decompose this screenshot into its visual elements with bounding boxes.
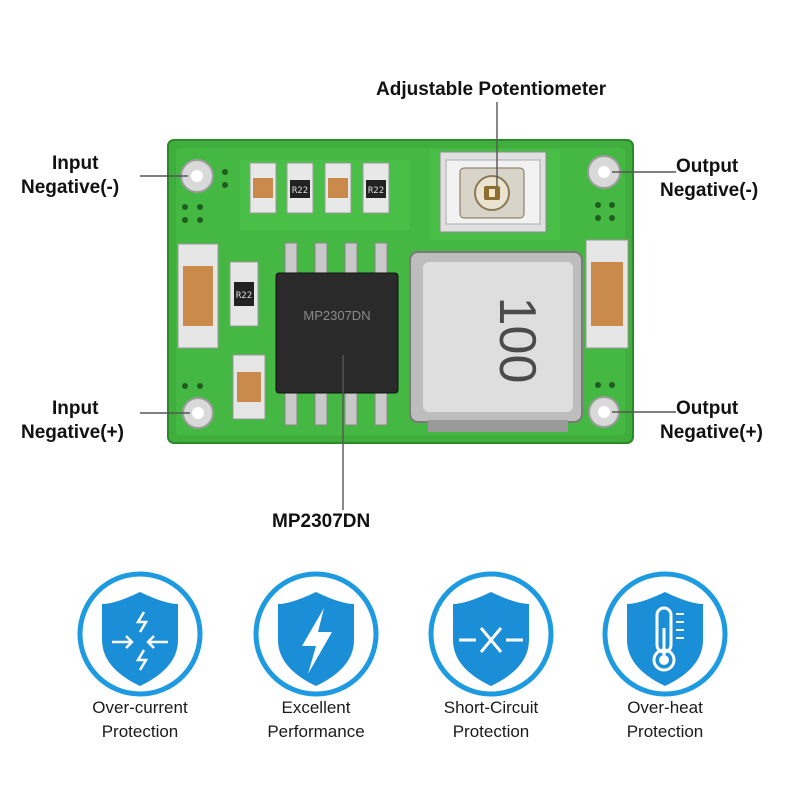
smd-resistor-2: R22	[362, 162, 390, 214]
feature-caption-short-circuit: Short-Circuit Protection	[406, 696, 576, 744]
pad-output-neg	[587, 155, 621, 189]
label-output-negative-top-line1: Output	[676, 156, 739, 177]
smd-capacitor-left-small	[232, 354, 266, 420]
ic-chip: MP2307DN	[275, 242, 399, 426]
feature-caption-line2: Protection	[626, 722, 704, 741]
smd-capacitor-2	[324, 162, 352, 214]
label-input-positive-bottom-line1: Input	[52, 398, 99, 419]
feature-caption-line1: Short-Circuit	[443, 698, 539, 717]
potentiometer	[439, 151, 547, 233]
feature-over-heat	[602, 571, 728, 697]
label-potentiometer: Adjustable Potentiometer	[376, 79, 607, 100]
label-output-negative-top: Output Negative(-)	[660, 155, 758, 203]
feature-over-current	[77, 571, 203, 697]
smd-capacitor-right-large	[585, 239, 629, 349]
feature-caption-line1: Over-current	[92, 698, 188, 717]
feature-short-circuit	[428, 571, 554, 697]
lightning-bolt-icon	[302, 608, 332, 674]
thermometer-icon	[652, 606, 684, 672]
feature-caption-over-current: Over-current Protection	[55, 696, 225, 744]
label-output-positive-bottom-line1: Output	[676, 398, 739, 419]
feature-caption-line1: Excellent	[281, 698, 351, 717]
smd-resistor-1: R22	[286, 162, 314, 214]
inductor-marking: 100	[488, 297, 546, 384]
feature-caption-line1: Over-heat	[627, 698, 703, 717]
over-current-icon	[112, 611, 168, 671]
label-output-negative-top-line2: Negative(-)	[660, 180, 759, 201]
inductor: 100	[409, 251, 583, 432]
leader-lines	[140, 102, 676, 510]
feature-caption-performance: Excellent Performance	[231, 696, 401, 744]
label-input-positive-bottom: Input Negative(+)	[21, 397, 124, 445]
smd-resistor-left: R22	[229, 261, 259, 327]
smd-capacitor-left-large	[177, 243, 219, 349]
label-input-negative-top: Input Negative(-)	[21, 152, 119, 200]
short-circuit-icon	[459, 627, 523, 653]
label-chip: MP2307DN	[272, 511, 371, 532]
chip-marking: MP2307DN	[303, 308, 370, 323]
label-output-positive-bottom-line2: Negative(+)	[660, 422, 763, 443]
label-input-negative-top-line2: Negative(-)	[21, 177, 120, 198]
feature-performance	[253, 571, 379, 697]
label-input-negative-top-line1: Input	[52, 153, 99, 174]
feature-caption-line2: Protection	[101, 722, 179, 741]
feature-caption-over-heat: Over-heat Protection	[580, 696, 750, 744]
feature-caption-line2: Protection	[452, 722, 530, 741]
resistor-3-marking: R22	[236, 291, 252, 301]
pad-input-pos	[182, 397, 214, 429]
resistor-1-marking: R22	[292, 186, 308, 196]
smd-capacitor-1	[249, 162, 277, 214]
label-input-positive-bottom-line2: Negative(+)	[21, 422, 124, 443]
feature-caption-line2: Performance	[267, 722, 365, 741]
resistor-2-marking: R22	[368, 186, 384, 196]
label-output-positive-bottom: Output Negative(+)	[660, 397, 763, 445]
